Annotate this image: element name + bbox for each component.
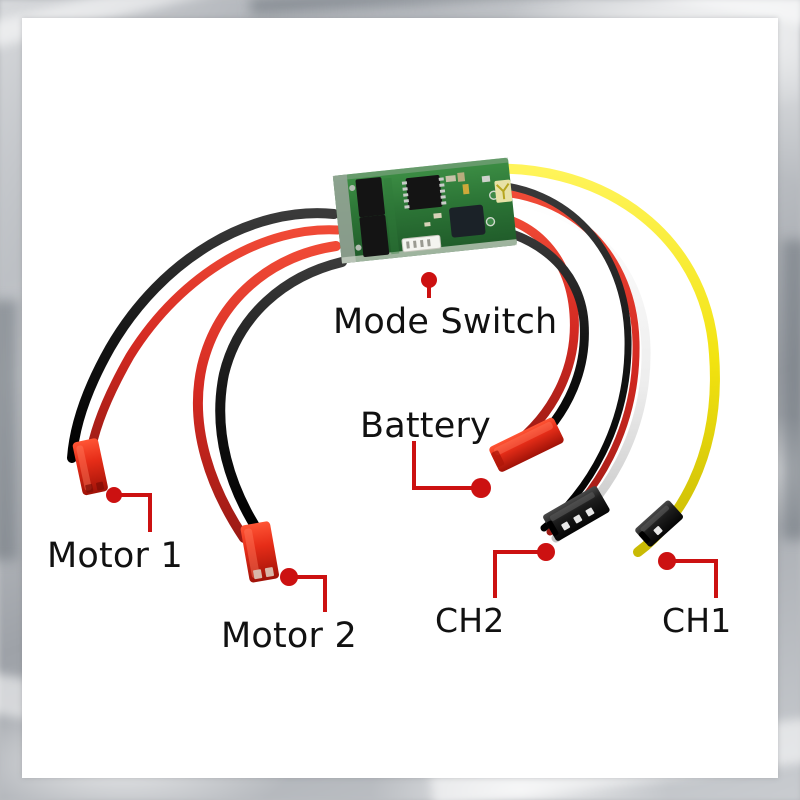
callout-dot-motor-2: [280, 568, 298, 586]
callout-label-motor-1: Motor 1: [47, 536, 183, 576]
driver-ic: [405, 175, 443, 211]
callout-leader-ch1: [674, 559, 718, 598]
callout-label-ch1: CH1: [662, 601, 732, 640]
solder-pad-mark: [495, 183, 510, 200]
power-fet: [449, 204, 486, 238]
backdrop-shadow-streak: [0, 300, 18, 560]
product-photo: Mode Switch Battery Motor 1 Motor 2 CH2 …: [22, 18, 778, 778]
wire-battery-red: [469, 209, 579, 451]
mode-switch-header-slots: [406, 239, 431, 249]
callout-leader-ch2: [493, 550, 539, 598]
wire-motor2-red: [192, 241, 341, 543]
wire-motor1-black: [67, 208, 339, 463]
wire-ch1-yellow: [469, 163, 720, 557]
pcb-trace-gap: [383, 177, 400, 255]
ic-pins: [401, 177, 447, 209]
callout-leader-motor-1: [120, 493, 152, 532]
pcb-left-edge: [332, 174, 356, 264]
callout-leader-motor-2: [296, 575, 327, 612]
callout-leader-battery: [412, 441, 474, 490]
pcb-bottom-edge: [341, 239, 518, 264]
smd-components: [349, 172, 499, 251]
callout-dot-ch1: [658, 552, 676, 570]
callout-dot-mode-switch: [421, 272, 437, 288]
connector-ch1-plug: [635, 500, 684, 547]
callout-leader-lines: [120, 286, 718, 612]
connector-motor2-plug: [240, 521, 279, 583]
connector-battery-plug: [489, 417, 564, 472]
connector-motor1-plug: [72, 438, 108, 496]
callout-label-ch2: CH2: [435, 601, 505, 640]
wire-battery-black: [467, 221, 589, 461]
mosfet-package: [359, 214, 390, 257]
backdrop-shadow-streak: [782, 240, 800, 540]
mosfet-package: [355, 177, 385, 218]
callout-label-motor-2: Motor 2: [221, 616, 357, 656]
callout-dot-ch2: [537, 543, 555, 561]
callout-label-battery: Battery: [360, 406, 491, 446]
wire-motor2-black: [215, 257, 347, 539]
product-photo-panel: Mode Switch Battery Motor 1 Motor 2 CH2 …: [22, 18, 778, 778]
wire-motor1-red: [85, 225, 343, 461]
callout-dot-motor-1: [106, 487, 122, 503]
esc-circuit-board: [332, 157, 518, 264]
callout-dot-battery: [471, 478, 491, 498]
wire-ch2-black: [480, 180, 632, 532]
callout-label-mode-switch: Mode Switch: [333, 302, 558, 342]
esc-wiring-illustration: [67, 157, 720, 612]
callout-markers: [106, 272, 676, 586]
connector-ch2-plug: [543, 486, 610, 541]
pcb-top-edge: [332, 157, 509, 181]
